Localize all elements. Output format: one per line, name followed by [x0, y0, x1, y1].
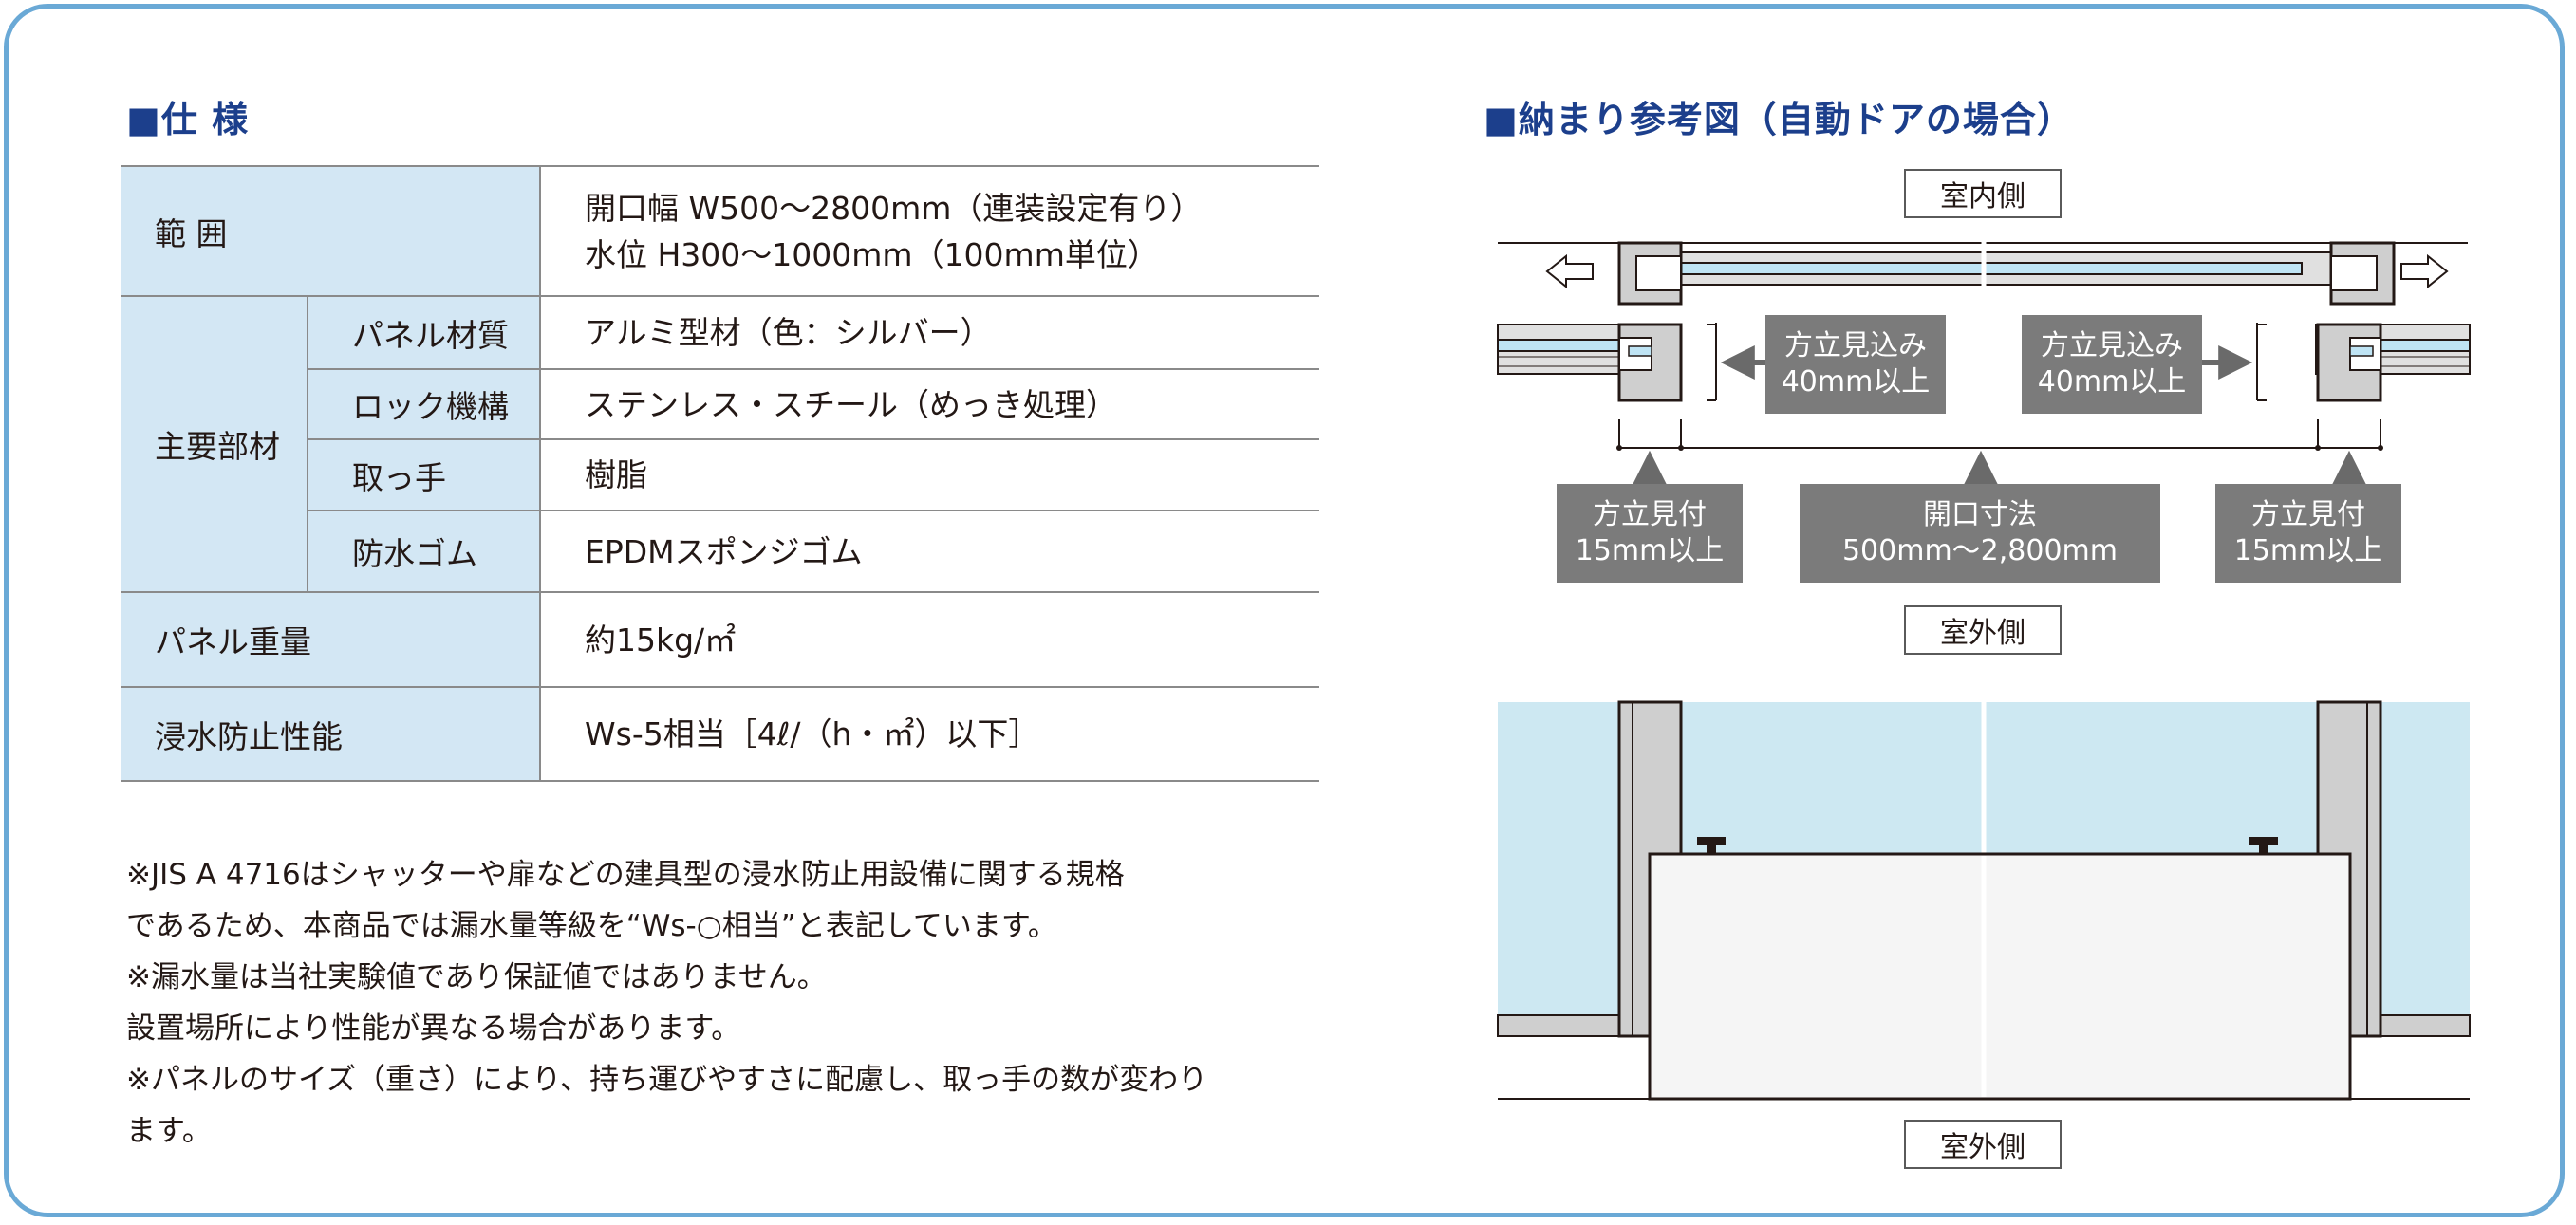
page-frame	[4, 4, 2565, 1217]
opening-size-label: 開口寸法 500mm〜2,800mm	[1800, 484, 2160, 583]
spec-label-weight: パネル重量	[121, 591, 540, 688]
spec-value-handle: 樹脂	[539, 438, 1319, 511]
spec-label-rubber: 防水ゴム	[307, 510, 540, 593]
elevation-view	[1497, 700, 2471, 1110]
right-open-arrow-icon	[2400, 253, 2449, 289]
spec-value-performance: Ws-5相当［4ℓ/（h・㎡）以下］	[539, 686, 1319, 782]
spec-value-range-height: 水位 H300〜1000mm（100mm単位）	[585, 235, 1159, 273]
spec-row-rubber: 防水ゴム EPDMスポンジゴム	[121, 510, 1319, 593]
spec-label-performance: 浸水防止性能	[121, 686, 540, 782]
outdoor-label-bottom: 室外側	[1904, 1120, 2062, 1169]
spec-value-rubber: EPDMスポンジゴム	[539, 510, 1319, 593]
mullion-depth-label-left: 方立見込み 40mm以上	[1765, 315, 1946, 414]
spec-row-weight: パネル重量 約15kg/㎡	[121, 591, 1319, 688]
note-item: ※JIS A 4716はシャッターや扉などの建具型の浸水防止用設備に関する規格 …	[126, 858, 1125, 943]
diagram-drawing	[1497, 241, 2471, 1110]
spec-value-weight: 約15kg/㎡	[539, 591, 1319, 688]
flood-barrier-panel	[1648, 852, 2352, 1101]
note-item: ※パネルのサイズ（重さ）により、持ち運びやすさに配慮し、取っ手の数が変わり ます…	[126, 1063, 1208, 1148]
spec-value-lock: ステンレス・スチール（めっき処理）	[539, 368, 1319, 440]
spec-table: 範 囲 開口幅 W500〜2800mm（連装設定有り） 水位 H300〜1000…	[121, 165, 1319, 782]
spec-value-range-width: 開口幅 W500〜2800mm（連装設定有り）	[585, 189, 1203, 227]
spec-row-range: 範 囲 開口幅 W500〜2800mm（連装設定有り） 水位 H300〜1000…	[121, 165, 1319, 297]
spec-label-handle: 取っ手	[307, 438, 540, 511]
note-item: ※漏水量は当社実験値であり保証値ではありません。 設置場所により性能が異なる場合…	[126, 960, 827, 1046]
spec-row-handle: 取っ手 樹脂	[121, 438, 1319, 511]
spec-label-range: 範 囲	[121, 165, 540, 297]
installation-diagram: 室内側 方立見込み 40mm以上 方立見込み 40mm以上 方立見付 15mm以…	[1490, 161, 2477, 1177]
spec-title: ■仕 様	[126, 99, 250, 140]
spec-label-lock: ロック機構	[307, 368, 540, 440]
mullion-depth-label-right: 方立見込み 40mm以上	[2022, 315, 2202, 414]
lock-handle-left-icon	[1697, 837, 1726, 845]
notes: ※JIS A 4716はシャッターや扉などの建具型の浸水防止用設備に関する規格 …	[126, 849, 1322, 1157]
lock-handle-right-icon	[2249, 837, 2278, 845]
spec-row-lock: ロック機構 ステンレス・スチール（めっき処理）	[121, 368, 1319, 440]
spec-row-performance: 浸水防止性能 Ws-5相当［4ℓ/（h・㎡）以下］	[121, 686, 1319, 782]
indoor-label: 室内側	[1904, 169, 2062, 218]
mullion-face-label-right: 方立見付 15mm以上	[2215, 484, 2401, 583]
mullion-face-label-left: 方立見付 15mm以上	[1557, 484, 1743, 583]
plan-view	[1497, 241, 2471, 485]
spec-label-panel: パネル材質	[307, 295, 540, 370]
spec-row-panel: 主要部材 パネル材質 アルミ型材（色：シルバー）	[121, 295, 1319, 593]
diagram-title: ■納まり参考図（自動ドアの場合）	[1484, 99, 2074, 140]
left-open-arrow-icon	[1545, 253, 1594, 289]
spec-value-range: 開口幅 W500〜2800mm（連装設定有り） 水位 H300〜1000mm（1…	[539, 165, 1319, 297]
outdoor-label-top: 室外側	[1904, 605, 2062, 655]
spec-value-panel: アルミ型材（色：シルバー）	[539, 295, 1319, 370]
spec-label-main-material: 主要部材	[121, 295, 308, 593]
